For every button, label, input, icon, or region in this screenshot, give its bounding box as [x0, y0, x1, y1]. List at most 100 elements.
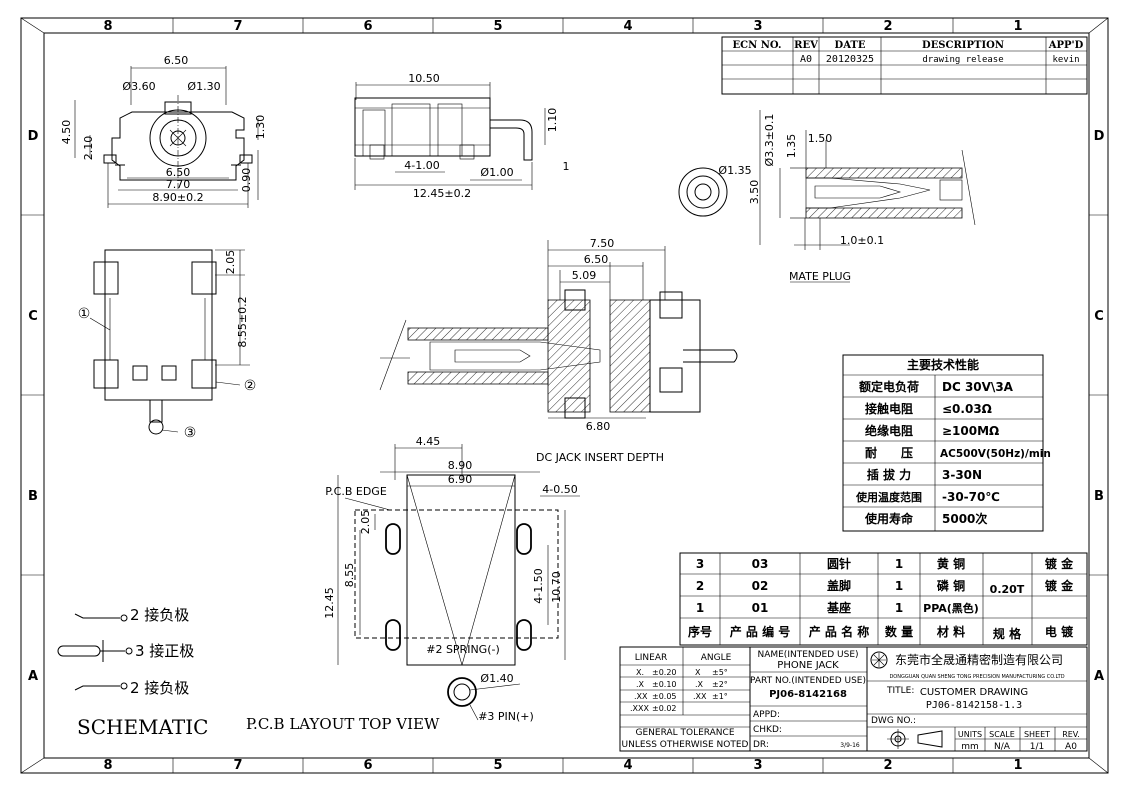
spring-label: #2 SPRING(-)	[426, 643, 500, 656]
unless-noted: UNLESS OTHERWISE NOTED	[622, 740, 749, 750]
dim-label: 10.50	[408, 72, 440, 85]
spec-label: 耐 压	[865, 445, 913, 460]
specs-table	[842, 354, 1044, 532]
pcb-layout-view	[337, 444, 580, 721]
rev-header-appd: APP'D	[1048, 40, 1084, 51]
dim-label: 1.30	[254, 115, 267, 140]
drawing-border	[20, 17, 1109, 774]
spec-value: ≤0.03Ω	[942, 402, 992, 416]
spec-value: 5000次	[942, 511, 987, 526]
dim-label: Ø1.35	[718, 164, 751, 177]
dim-label: 7.50	[590, 237, 615, 250]
rev-header-rev: REV	[794, 40, 818, 51]
dim-label: 6.90	[448, 473, 473, 486]
pin-label: #3 PIN(+)	[478, 710, 534, 723]
spec-label: 使用寿命	[864, 511, 914, 526]
col-label: 1	[1013, 19, 1022, 34]
col-label: 8	[103, 19, 112, 34]
angle-label: ANGLE	[701, 653, 732, 663]
drawing-number: PJ06-8142158-1.3	[926, 700, 1022, 711]
front-view	[74, 66, 259, 208]
pcb-layout-title: P.C.B LAYOUT TOP VIEW	[246, 715, 440, 733]
rev-value: A0	[800, 54, 812, 65]
bom-header: 产 品 编 号	[730, 624, 791, 639]
callout-3: ③	[184, 425, 197, 441]
tol-cell: ±1°	[712, 692, 728, 701]
dim-label: 6.80	[586, 420, 611, 433]
bom-header: 材 料	[936, 624, 965, 639]
bom-table	[679, 552, 1088, 646]
tol-cell: X	[695, 668, 701, 677]
dim-label: 2.10	[82, 136, 95, 161]
tol-cell: .XX	[693, 692, 707, 701]
rev-approver: kevin	[1052, 55, 1079, 65]
schematic	[57, 613, 133, 691]
dim-label: 8.90±0.2	[152, 191, 203, 204]
callout-2: ②	[244, 378, 257, 394]
col-label: 5	[493, 758, 502, 773]
bom-cell: 03	[752, 557, 769, 571]
spec-value: 3-30N	[942, 468, 982, 482]
spec-label: 接触电阻	[865, 401, 913, 416]
bom-cell: 磷 铜	[937, 578, 965, 593]
title-block	[619, 646, 1088, 752]
col-label: 8	[103, 758, 112, 773]
bom-header: 规 格	[993, 626, 1022, 641]
dim-label: 4.45	[416, 435, 441, 448]
bom-cell: 0.20T	[990, 583, 1025, 596]
bom-cell: 02	[752, 579, 769, 593]
dr-date: 3/9-16	[840, 742, 860, 749]
tol-cell: ±2°	[712, 680, 728, 689]
dim-label: Ø3.3±0.1	[763, 114, 776, 167]
bom-cell: PPA(黑色)	[923, 601, 979, 615]
row-label: B	[28, 489, 38, 504]
bom-cell: 黄 铜	[937, 556, 965, 571]
name-label: NAME(INTENDED USE)	[757, 650, 858, 660]
callout-1: ①	[78, 306, 91, 322]
units-value: mm	[961, 742, 979, 752]
bom-header: 电 镀	[1045, 624, 1074, 639]
dim-label: 6.50	[584, 253, 609, 266]
schematic-label: 2 接负极	[130, 679, 189, 697]
row-label: C	[28, 309, 38, 324]
chkd-label: CHKD:	[753, 725, 782, 735]
spec-label: 额定电负荷	[859, 379, 919, 394]
bom-cell: 镀 金	[1045, 578, 1074, 593]
schematic-label: 3 接正极	[135, 642, 194, 660]
rev-header-ecn: ECN NO.	[733, 40, 782, 51]
col-label: 4	[623, 19, 632, 34]
dim-label: 1.35	[785, 134, 798, 159]
dim-label: 4-1.50	[532, 568, 545, 603]
mate-plug-view	[678, 110, 976, 283]
col-label: 5	[493, 19, 502, 34]
col-label: 7	[233, 19, 242, 34]
dwg-label: DWG NO.:	[871, 716, 916, 726]
dim-label: 5.09	[572, 269, 597, 282]
mate-plug-label: MATE PLUG	[789, 270, 851, 283]
rev-date: 20120325	[826, 54, 874, 65]
rev-value: A0	[1065, 742, 1077, 752]
partno-label: PART NO.(INTENDED USE)	[750, 676, 866, 686]
rev-description: drawing release	[922, 55, 1003, 65]
spec-label: 绝缘电阻	[865, 423, 913, 438]
col-label: 6	[363, 758, 372, 773]
bom-cell: 1	[696, 601, 704, 615]
dim-label: 6.50	[164, 54, 189, 67]
row-label: A	[1094, 669, 1104, 684]
col-label: 6	[363, 19, 372, 34]
schematic-title: SCHEMATIC	[77, 715, 208, 739]
dim-label: 10.70	[550, 571, 563, 603]
company-name-cn: 东莞市全晟通精密制造有限公司	[895, 652, 1063, 667]
general-tolerance: GENERAL TOLERANCE	[635, 728, 734, 738]
sheet-value: 1/1	[1030, 742, 1044, 752]
dim-label: 2.05	[224, 250, 237, 275]
dim-label: 1.10	[546, 108, 559, 133]
top-view	[89, 249, 250, 435]
bom-header: 数 量	[885, 624, 913, 639]
dim-label: Ø1.00	[480, 166, 513, 179]
dr-label: DR:	[753, 740, 769, 750]
dim-label: 8.90	[448, 459, 473, 472]
dim-label: 0.90	[240, 168, 253, 193]
bom-cell: 盖脚	[827, 578, 851, 593]
dim-label: 4-1.00	[404, 159, 439, 172]
